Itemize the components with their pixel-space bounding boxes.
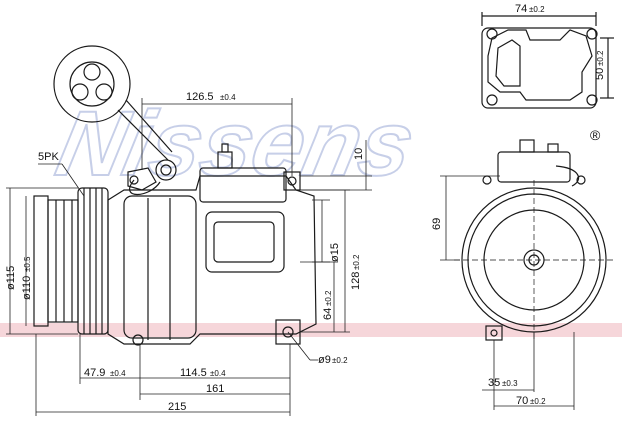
compressor-front-view — [454, 139, 614, 341]
svg-text:±0.2: ±0.2 — [596, 50, 605, 66]
main-dimension-lines — [6, 98, 372, 416]
svg-text:126.5: 126.5 — [186, 91, 214, 103]
svg-text:±0.2: ±0.2 — [530, 397, 546, 406]
svg-text:±0.4: ±0.4 — [210, 369, 226, 378]
svg-text:74: 74 — [515, 3, 527, 15]
svg-text:ø9: ø9 — [318, 354, 331, 366]
svg-text:±0.2: ±0.2 — [529, 5, 545, 14]
svg-text:ø110: ø110 — [21, 276, 33, 300]
compressor-side-view — [33, 143, 317, 346]
dim-side-offset: 35 ±0.3 — [488, 377, 518, 389]
dim-total-height: 128 ±0.2 — [350, 254, 362, 290]
svg-text:69: 69 — [431, 218, 443, 230]
dim-mount-span: 114.5 ±0.4 — [180, 367, 226, 379]
svg-text:128: 128 — [350, 272, 362, 290]
svg-text:215: 215 — [168, 401, 186, 413]
dim-pulley-inner: ø110 ±0.5 — [21, 256, 33, 300]
accent-band — [0, 323, 622, 337]
dim-port-diameter: ø15 — [329, 243, 341, 262]
flange-view — [481, 12, 614, 109]
dim-top-length: 126.5 ±0.4 — [186, 91, 236, 103]
watermark: Nissens ® — [48, 91, 601, 196]
dim-side-width: 70 ±0.2 — [516, 395, 546, 407]
svg-text:±0.5: ±0.5 — [23, 256, 32, 272]
svg-text:±0.2: ±0.2 — [324, 290, 333, 306]
dim-flange-height: 50 ±0.2 — [594, 50, 606, 80]
dim-flange-width: 74 ±0.2 — [515, 3, 545, 15]
svg-text:®: ® — [590, 127, 601, 143]
dim-lower-height: 64 ±0.2 — [322, 290, 334, 320]
svg-text:±0.4: ±0.4 — [220, 93, 236, 102]
dim-body-length: 161 — [206, 383, 224, 395]
svg-text:114.5: 114.5 — [180, 367, 207, 379]
svg-text:±0.4: ±0.4 — [110, 369, 126, 378]
svg-text:64: 64 — [322, 308, 334, 320]
svg-text:50: 50 — [594, 68, 606, 80]
svg-text:47.9: 47.9 — [84, 367, 105, 379]
clutch-detail — [53, 45, 173, 161]
front-dimension-lines — [440, 175, 575, 410]
svg-text:±0.3: ±0.3 — [502, 379, 518, 388]
svg-text:ø15: ø15 — [329, 243, 341, 262]
svg-text:ø115: ø115 — [5, 266, 17, 290]
svg-text:35: 35 — [488, 377, 500, 389]
svg-text:70: 70 — [516, 395, 528, 407]
dim-mount-hole: ø9 ±0.2 — [318, 354, 348, 366]
callout-5pk: 5PK — [38, 151, 85, 197]
dim-pulley-outer: ø115 — [5, 266, 17, 290]
dim-top-offset: 10 — [353, 148, 365, 160]
svg-text:161: 161 — [206, 383, 224, 395]
svg-text:±0.2: ±0.2 — [352, 254, 361, 270]
svg-text:5PK: 5PK — [38, 151, 59, 163]
dim-pulley-offset: 47.9 ±0.4 — [84, 367, 126, 379]
dim-side-height: 69 — [431, 218, 443, 230]
svg-text:10: 10 — [353, 148, 365, 160]
dim-overall-length: 215 — [168, 401, 186, 413]
svg-text:±0.2: ±0.2 — [332, 356, 348, 365]
svg-text:Nissens: Nissens — [49, 92, 424, 195]
